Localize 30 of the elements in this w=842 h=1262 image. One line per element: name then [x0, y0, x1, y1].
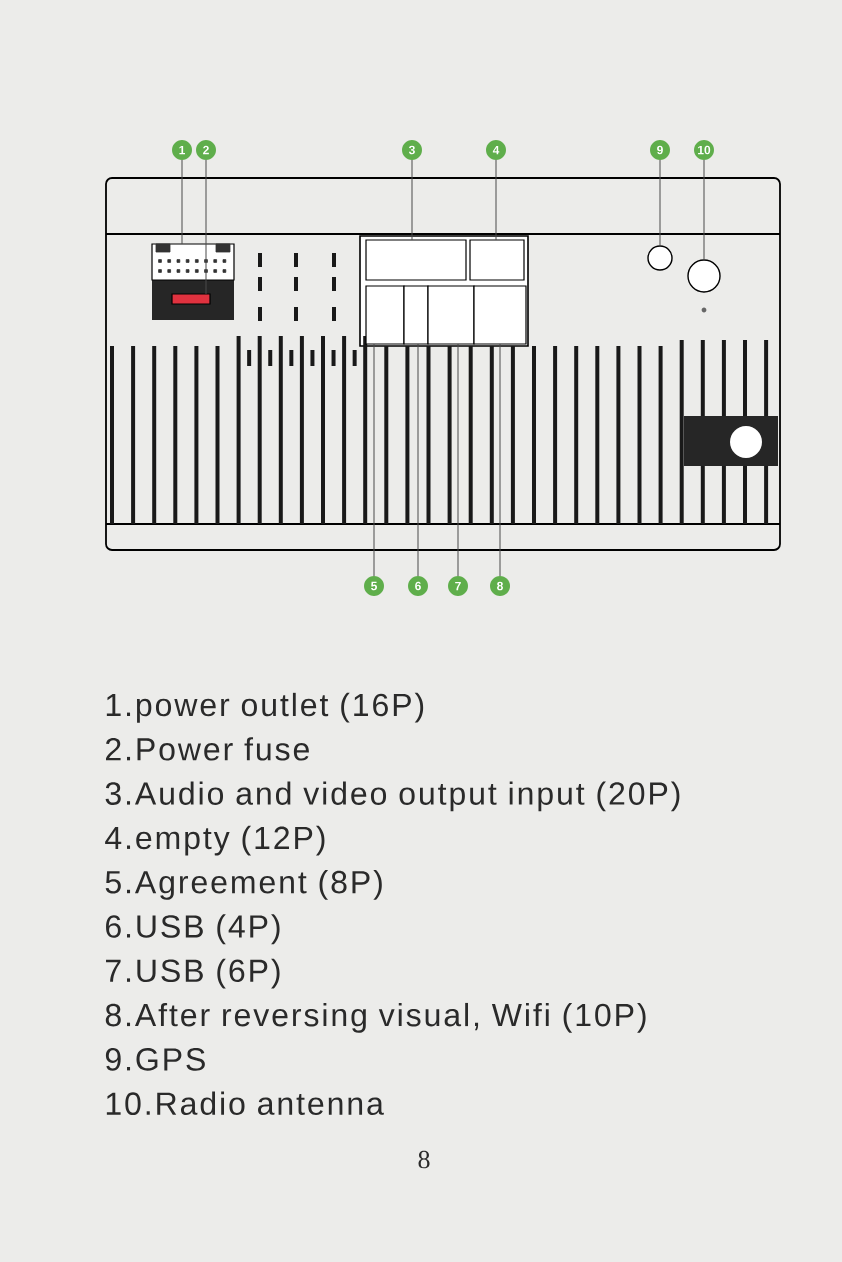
- leader-line: [499, 343, 501, 577]
- part-description: 3.Audio and video output input (20P): [105, 781, 680, 812]
- leader-line: [181, 159, 183, 245]
- part-description: 7.USB (6P): [106, 958, 280, 989]
- part-description: 4.empty (12P): [105, 825, 325, 856]
- part-description: 5.Agreement (8P): [105, 870, 382, 900]
- socket-circle: [687, 259, 721, 293]
- connector-port: [427, 285, 475, 345]
- connector-port: [365, 285, 405, 345]
- part-description: 9.GPS: [105, 1048, 205, 1071]
- page-number: 8: [418, 1150, 430, 1169]
- connector-port: [469, 239, 525, 281]
- socket-circle: [647, 245, 673, 271]
- connector-port: [473, 285, 527, 345]
- connector-port: [365, 239, 467, 281]
- leader-line: [457, 343, 459, 577]
- part-description: 6.USB (4P): [106, 914, 280, 945]
- leader-line: [373, 343, 375, 577]
- part-description: 1.power outlet (16P): [106, 692, 424, 723]
- fuse: [171, 293, 211, 305]
- part-description: 10.Radio antenna: [106, 1091, 384, 1115]
- part-description: 2.Power fuse: [106, 737, 309, 761]
- leader-line: [703, 159, 705, 261]
- leader-line: [411, 159, 413, 241]
- leader-line: [205, 159, 207, 295]
- part-description: 8.After reversing visual, Wifi (10P): [105, 1002, 646, 1033]
- leader-line: [417, 343, 419, 577]
- connector-port: [403, 285, 429, 345]
- leader-line: [495, 159, 497, 241]
- leader-line: [659, 159, 661, 247]
